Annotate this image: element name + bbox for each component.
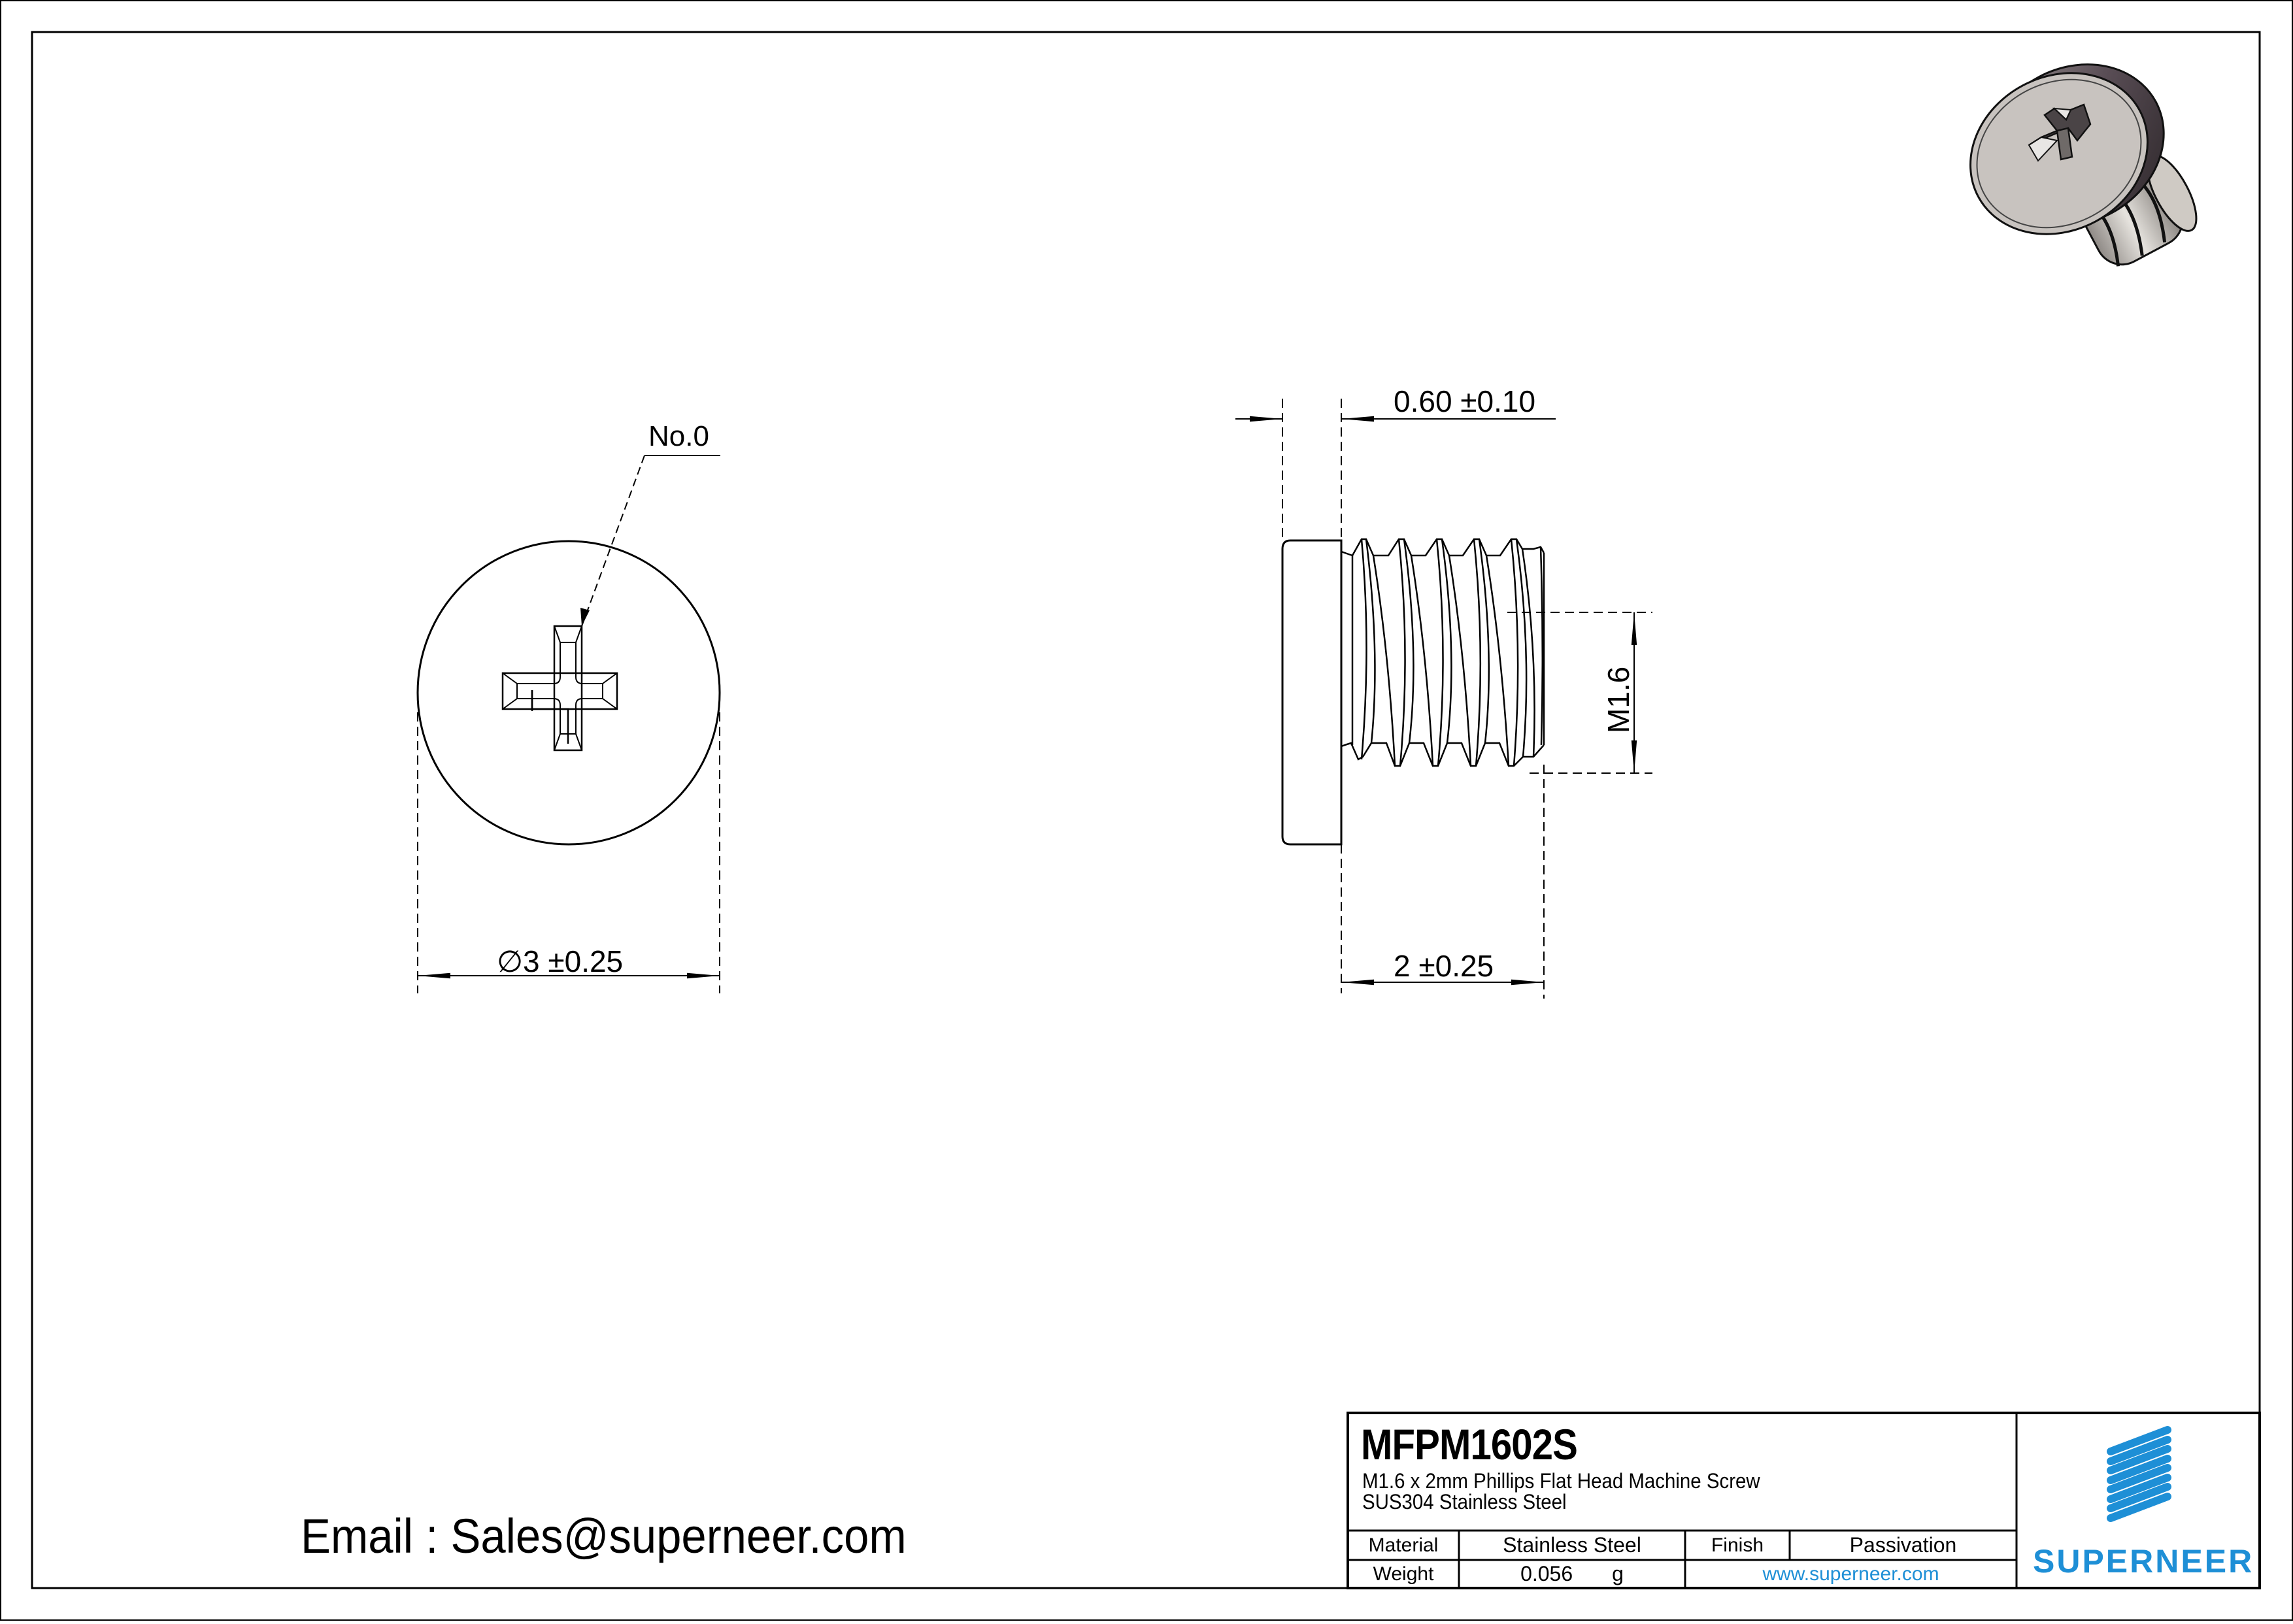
finish-label: Finish xyxy=(1711,1534,1764,1556)
weight-value-cell: 0.056 g xyxy=(1459,1560,1685,1588)
title-block-grid xyxy=(1347,1412,2261,1589)
callout-leader xyxy=(581,455,645,627)
length-dimension-text: 2 ±0.25 xyxy=(1394,949,1494,983)
description-line-2: SUS304 Stainless Steel xyxy=(1362,1490,1567,1514)
front-view: No.0 ∅ 3 ±0.25 xyxy=(416,420,721,993)
side-view: 0.60 ±0.10 M1.6 2 ±0.25 xyxy=(1235,384,1652,999)
weight-label: Weight xyxy=(1373,1563,1434,1585)
isometric-recess-icon xyxy=(2028,103,2092,162)
material-value: Stainless Steel xyxy=(1503,1533,1641,1557)
part-number: MFPM1602S xyxy=(1361,1420,1578,1468)
inner-border xyxy=(31,31,2261,1589)
thread-size-dimension-text: M1.6 xyxy=(1601,667,1635,733)
part-description: M1.6 x 2mm Phillips Flat Head Machine Sc… xyxy=(1362,1470,1760,1512)
material-label: Material xyxy=(1368,1534,1439,1556)
superneer-logo-icon xyxy=(2107,1426,2171,1522)
head-outline xyxy=(416,540,721,846)
title-block: MFPM1602S M1.6 x 2mm Phillips Flat Head … xyxy=(1348,1413,2260,1588)
description-line-1: M1.6 x 2mm Phillips Flat Head Machine Sc… xyxy=(1362,1469,1760,1493)
diameter-symbol: ∅ xyxy=(497,944,523,978)
diameter-dimension-text: 3 ±0.25 xyxy=(523,944,623,978)
screw-head-profile xyxy=(1281,539,1343,846)
finish-value: Passivation xyxy=(1849,1533,1957,1557)
weight-unit: g xyxy=(1612,1562,1624,1585)
weight-value: 0.056 xyxy=(1520,1562,1573,1585)
brand-name: SUPERNEER xyxy=(2033,1543,2254,1580)
head-height-dimension-text: 0.60 ±0.10 xyxy=(1394,384,1535,418)
recess-callout-text: No.0 xyxy=(648,420,709,452)
contact-email: Email : Sales@superneer.com xyxy=(301,1509,907,1563)
thread-profile xyxy=(1341,538,1545,767)
website-link[interactable]: www.superneer.com xyxy=(1762,1563,1939,1585)
isometric-screw-render xyxy=(1969,63,2198,267)
